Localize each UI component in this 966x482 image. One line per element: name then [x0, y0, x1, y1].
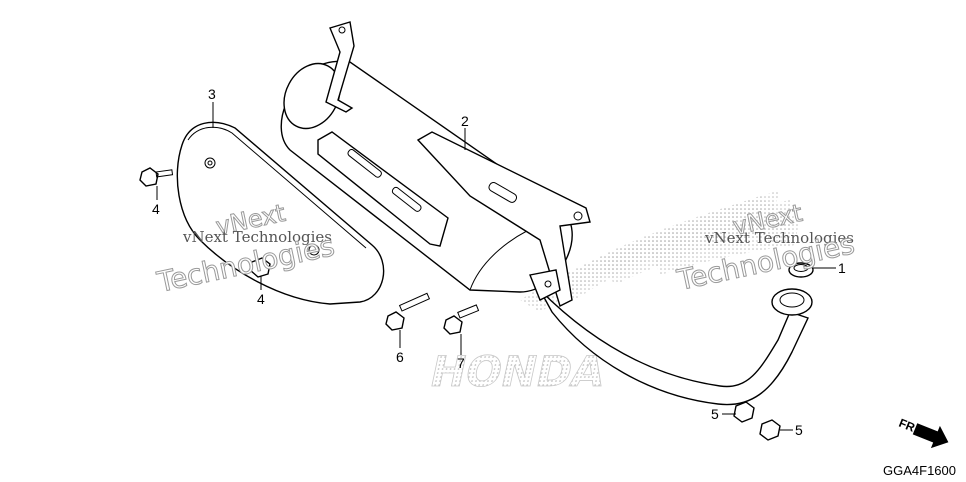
front-direction-label: FR. [897, 416, 920, 436]
callout-4-lower: 4 [257, 291, 265, 307]
bolt-6 [385, 292, 431, 331]
callout-2: 2 [461, 113, 469, 129]
honda-brand-watermark: HONDA [426, 348, 610, 396]
callout-7: 7 [457, 355, 465, 371]
muffler [280, 21, 591, 307]
exhaust-pipe [529, 269, 813, 406]
exhaust-gasket [788, 262, 814, 278]
watermark-left-vnext-technologies: vNext Technologies [182, 228, 332, 246]
bolt-4-upper [139, 167, 174, 187]
callout-1: 1 [838, 260, 846, 276]
nut-5-left [733, 401, 755, 423]
callout-5-right: 5 [795, 422, 803, 438]
front-direction-arrow-icon [912, 423, 949, 449]
bolt-7 [443, 304, 480, 335]
honda-wing-logo-watermark [520, 190, 800, 312]
diagram-code: GGA4F1600 [883, 463, 956, 478]
watermark-right-vnext-technologies: vNext Technologies [704, 229, 854, 247]
callout-5-left: 5 [711, 406, 719, 422]
heat-shield [176, 121, 385, 305]
leader-lines [156, 102, 836, 431]
callout-6: 6 [396, 349, 404, 365]
callout-3: 3 [208, 86, 216, 102]
callout-4-upper: 4 [152, 201, 160, 217]
bolt-4-lower [249, 257, 271, 278]
nut-5-right [759, 419, 781, 441]
